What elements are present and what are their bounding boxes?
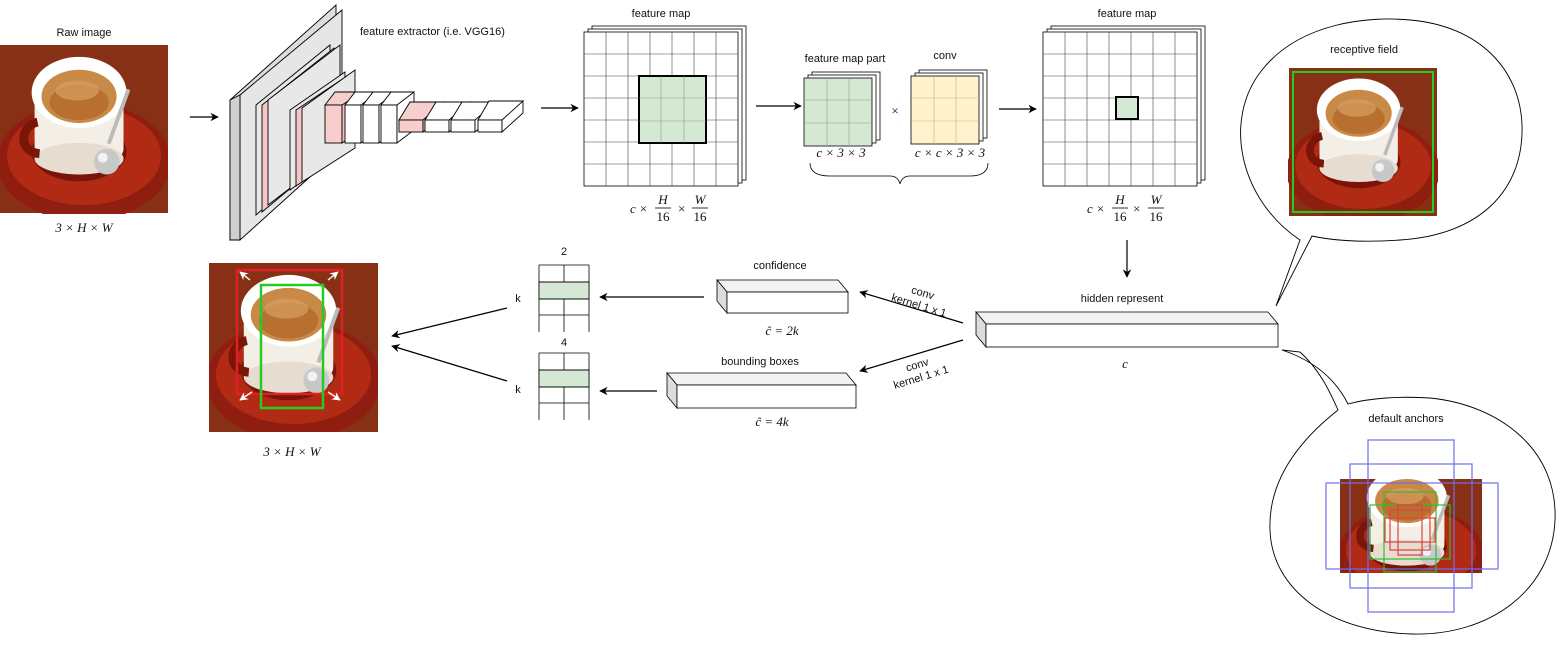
confidence-dims: ĉ = 2k <box>765 323 799 338</box>
conv-kernel-dims: c × c × 3 × 3 <box>915 145 986 160</box>
feature-map-1-label: feature map <box>632 8 691 20</box>
hidden-represent-block <box>975 310 1279 349</box>
feature-extractor <box>229 3 524 242</box>
multiply-sign: × <box>891 103 898 118</box>
output-red-box <box>235 268 344 396</box>
receptive-field-box <box>1292 71 1434 213</box>
receptive-field-label: receptive field <box>1330 44 1398 56</box>
output-green-box <box>259 283 325 410</box>
arrow-conf-table-to-output <box>391 307 508 339</box>
svg-text:×: × <box>678 201 685 216</box>
feature-map-1 <box>583 25 747 187</box>
svg-text:16: 16 <box>694 209 708 224</box>
feature-map-part-dims: c × 3 × 3 <box>816 145 866 160</box>
conv-label: conv <box>933 50 957 62</box>
bbox-table-dots: ⋮ <box>560 391 569 401</box>
feature-map-1-dims: c × H 16 × W 16 <box>630 192 708 224</box>
receptive-field-image <box>1286 68 1439 223</box>
hidden-represent-label: hidden represent <box>1081 293 1164 305</box>
feature-map-part-grid <box>804 78 872 146</box>
feature-map-1-highlight <box>638 75 707 144</box>
feature-map-1-highlight-grid <box>639 76 706 143</box>
brace <box>809 162 989 185</box>
bbox-table <box>538 352 590 420</box>
conv-kernel-label-bottom: conv kernel 1 x 1 <box>892 356 950 392</box>
svg-text:16: 16 <box>1114 209 1128 224</box>
svg-text:×: × <box>1133 201 1140 216</box>
svg-text:c ×: c × <box>630 201 648 216</box>
raw-image-label: Raw image <box>56 27 111 39</box>
svg-text:W: W <box>1151 192 1163 207</box>
output-image <box>206 263 381 440</box>
output-regression-arrows <box>239 271 341 401</box>
svg-text:H: H <box>1114 192 1125 207</box>
feature-map-2-label: feature map <box>1098 8 1157 20</box>
output-image-dims: 3 × H × W <box>262 444 321 459</box>
arrow-bbox-table-to-output <box>391 344 508 382</box>
svg-text:16: 16 <box>657 209 671 224</box>
confidence-table-header: 2 <box>561 246 567 258</box>
feature-map-2-grid <box>1043 32 1197 186</box>
raw-image <box>0 45 171 221</box>
bounding-boxes-block <box>666 371 857 410</box>
arrow-hidden-to-confidence <box>859 290 964 324</box>
conv-kernel <box>910 69 988 145</box>
conv-kernel-label-top: conv kernel 1 x 1 <box>890 284 948 320</box>
feature-map-part-label: feature map part <box>805 53 886 65</box>
feature-map-part <box>803 71 881 147</box>
bounding-boxes-label: bounding boxes <box>721 356 799 368</box>
confidence-label: confidence <box>753 260 806 272</box>
raw-image-dims: 3 × H × W <box>54 220 113 235</box>
confidence-table-k: k <box>515 293 521 305</box>
svg-text:H: H <box>657 192 668 207</box>
arrow-hidden-to-bbox <box>859 339 964 373</box>
hidden-represent-dims: c <box>1122 356 1128 371</box>
bounding-boxes-dims: ĉ = 4k <box>755 414 789 429</box>
confidence-block <box>716 278 849 315</box>
bbox-table-k: k <box>515 384 521 396</box>
bbox-table-header: 4 <box>561 337 567 349</box>
confidence-table-dots: ⋮ <box>560 303 569 313</box>
conv-kernel-grid <box>911 76 979 144</box>
svg-text:16: 16 <box>1150 209 1164 224</box>
confidence-table <box>538 264 590 332</box>
feature-map-2-highlight <box>1115 96 1139 120</box>
feature-map-2-dims: c × H 16 × W 16 <box>1087 192 1164 224</box>
default-anchors-boxes <box>1325 439 1499 613</box>
feature-extractor-label: feature extractor (i.e. VGG16) <box>360 26 505 38</box>
default-anchors-label: default anchors <box>1368 413 1444 425</box>
svg-text:W: W <box>695 192 707 207</box>
svg-text:c ×: c × <box>1087 201 1105 216</box>
